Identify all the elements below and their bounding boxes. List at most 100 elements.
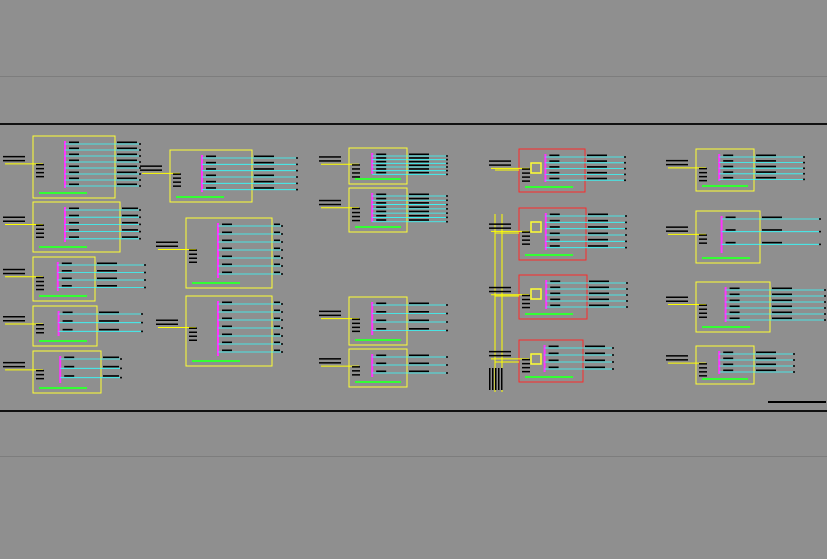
- circuit-tag: [222, 309, 232, 312]
- panel-text: [189, 249, 197, 251]
- circuit-tag: [206, 180, 216, 183]
- panel-label: [525, 254, 573, 256]
- panel-text: [699, 167, 707, 170]
- circuit-tag: [587, 177, 607, 180]
- panel-text: [352, 215, 360, 218]
- circuit-tag: [409, 193, 429, 196]
- terminal-dot: [446, 203, 448, 206]
- lower-faint-line: [0, 456, 827, 457]
- panel-box: [185, 295, 273, 367]
- terminal-dot: [824, 289, 826, 291]
- circuit-tag: [274, 255, 280, 258]
- feeder-tag: [489, 286, 511, 289]
- feeder-tag: [666, 230, 688, 232]
- circuit-tag: [762, 241, 782, 244]
- circuit-tag: [376, 202, 387, 204]
- circuit-tag: [376, 370, 387, 373]
- circuit-tag: [274, 301, 280, 304]
- feeder-tag: [319, 199, 341, 202]
- terminal-dot: [281, 233, 283, 235]
- circuit-tag: [376, 311, 387, 313]
- circuit-tag: [376, 171, 387, 174]
- panel-text: [352, 318, 360, 321]
- circuit-tag: [756, 160, 776, 162]
- panel-text: [189, 257, 197, 259]
- circuit-tag: [549, 238, 560, 241]
- terminal-dot: [446, 220, 448, 223]
- panel-label: [702, 378, 748, 380]
- circuit-tag: [117, 147, 137, 150]
- panel-box: [32, 201, 121, 253]
- circuit-tag: [723, 171, 734, 173]
- circuit-tag: [222, 349, 232, 352]
- circuit-tag: [222, 239, 232, 242]
- circuit-tag: [62, 328, 73, 331]
- circuit-tag: [376, 206, 387, 208]
- terminal-dot: [296, 163, 298, 166]
- panel-text: [36, 373, 44, 376]
- panel-text: [36, 276, 44, 279]
- terminal-dot: [824, 301, 826, 303]
- circuit-tag: [723, 160, 734, 162]
- terminal-dot: [803, 156, 805, 158]
- circuit-tag: [772, 287, 792, 290]
- panel-text: [699, 367, 707, 369]
- circuit-tag: [409, 354, 429, 357]
- panel-box: [695, 345, 755, 385]
- terminal-dot: [281, 241, 283, 243]
- terminal-dot: [281, 257, 283, 259]
- circuit-tag: [254, 187, 274, 189]
- terminal-dot: [281, 327, 283, 329]
- circuit-tag: [274, 239, 280, 242]
- panel-text: [36, 280, 44, 283]
- terminal-dot: [824, 319, 826, 321]
- feeder-tag: [489, 164, 511, 166]
- panel-text: [699, 371, 707, 373]
- terminal-dot: [793, 353, 795, 355]
- circuit-tag: [756, 165, 776, 168]
- circuit-tag: [69, 159, 79, 162]
- circuit-tag: [254, 161, 274, 164]
- terminal-dot: [625, 227, 627, 230]
- panel-box: [348, 348, 408, 388]
- circuit-tag: [69, 183, 79, 186]
- circuit-tag: [587, 171, 607, 174]
- terminal-dot: [625, 240, 627, 243]
- panel-text: [173, 173, 181, 175]
- circuit-tag: [376, 328, 387, 330]
- panel-label: [39, 295, 87, 297]
- circuit-tag: [723, 154, 734, 157]
- circuit-tag: [549, 213, 560, 216]
- terminal-dot: [446, 216, 448, 219]
- circuit-tag: [588, 232, 608, 235]
- circuit-tag: [548, 359, 559, 362]
- circuit-tag: [64, 365, 75, 368]
- panel-box: [518, 339, 584, 383]
- terminal-dot: [281, 225, 283, 227]
- circuit-tag: [589, 292, 609, 295]
- panel-label: [355, 381, 401, 383]
- circuit-tag: [585, 352, 605, 355]
- drawing-note: [768, 401, 826, 403]
- circuit-tag: [117, 159, 137, 162]
- panel-text: [522, 180, 530, 182]
- circuit-tag: [64, 356, 75, 359]
- terminal-dot: [446, 158, 448, 161]
- circuit-tag: [376, 153, 387, 156]
- panel-text: [522, 358, 530, 361]
- panel-text: [36, 236, 44, 238]
- circuit-tag: [61, 262, 72, 265]
- panel-label: [39, 192, 87, 194]
- circuit-tag: [222, 263, 232, 266]
- feeder-tag: [489, 227, 511, 229]
- circuit-tag: [222, 301, 232, 304]
- upper-faint-line: [0, 76, 827, 77]
- terminal-dot: [144, 271, 146, 274]
- circuit-tag: [585, 366, 605, 369]
- terminal-dot: [296, 176, 298, 178]
- terminal-dot: [281, 273, 283, 275]
- circuit-tag: [409, 164, 429, 167]
- circuit-tag: [585, 359, 605, 362]
- feeder-tag: [319, 314, 341, 317]
